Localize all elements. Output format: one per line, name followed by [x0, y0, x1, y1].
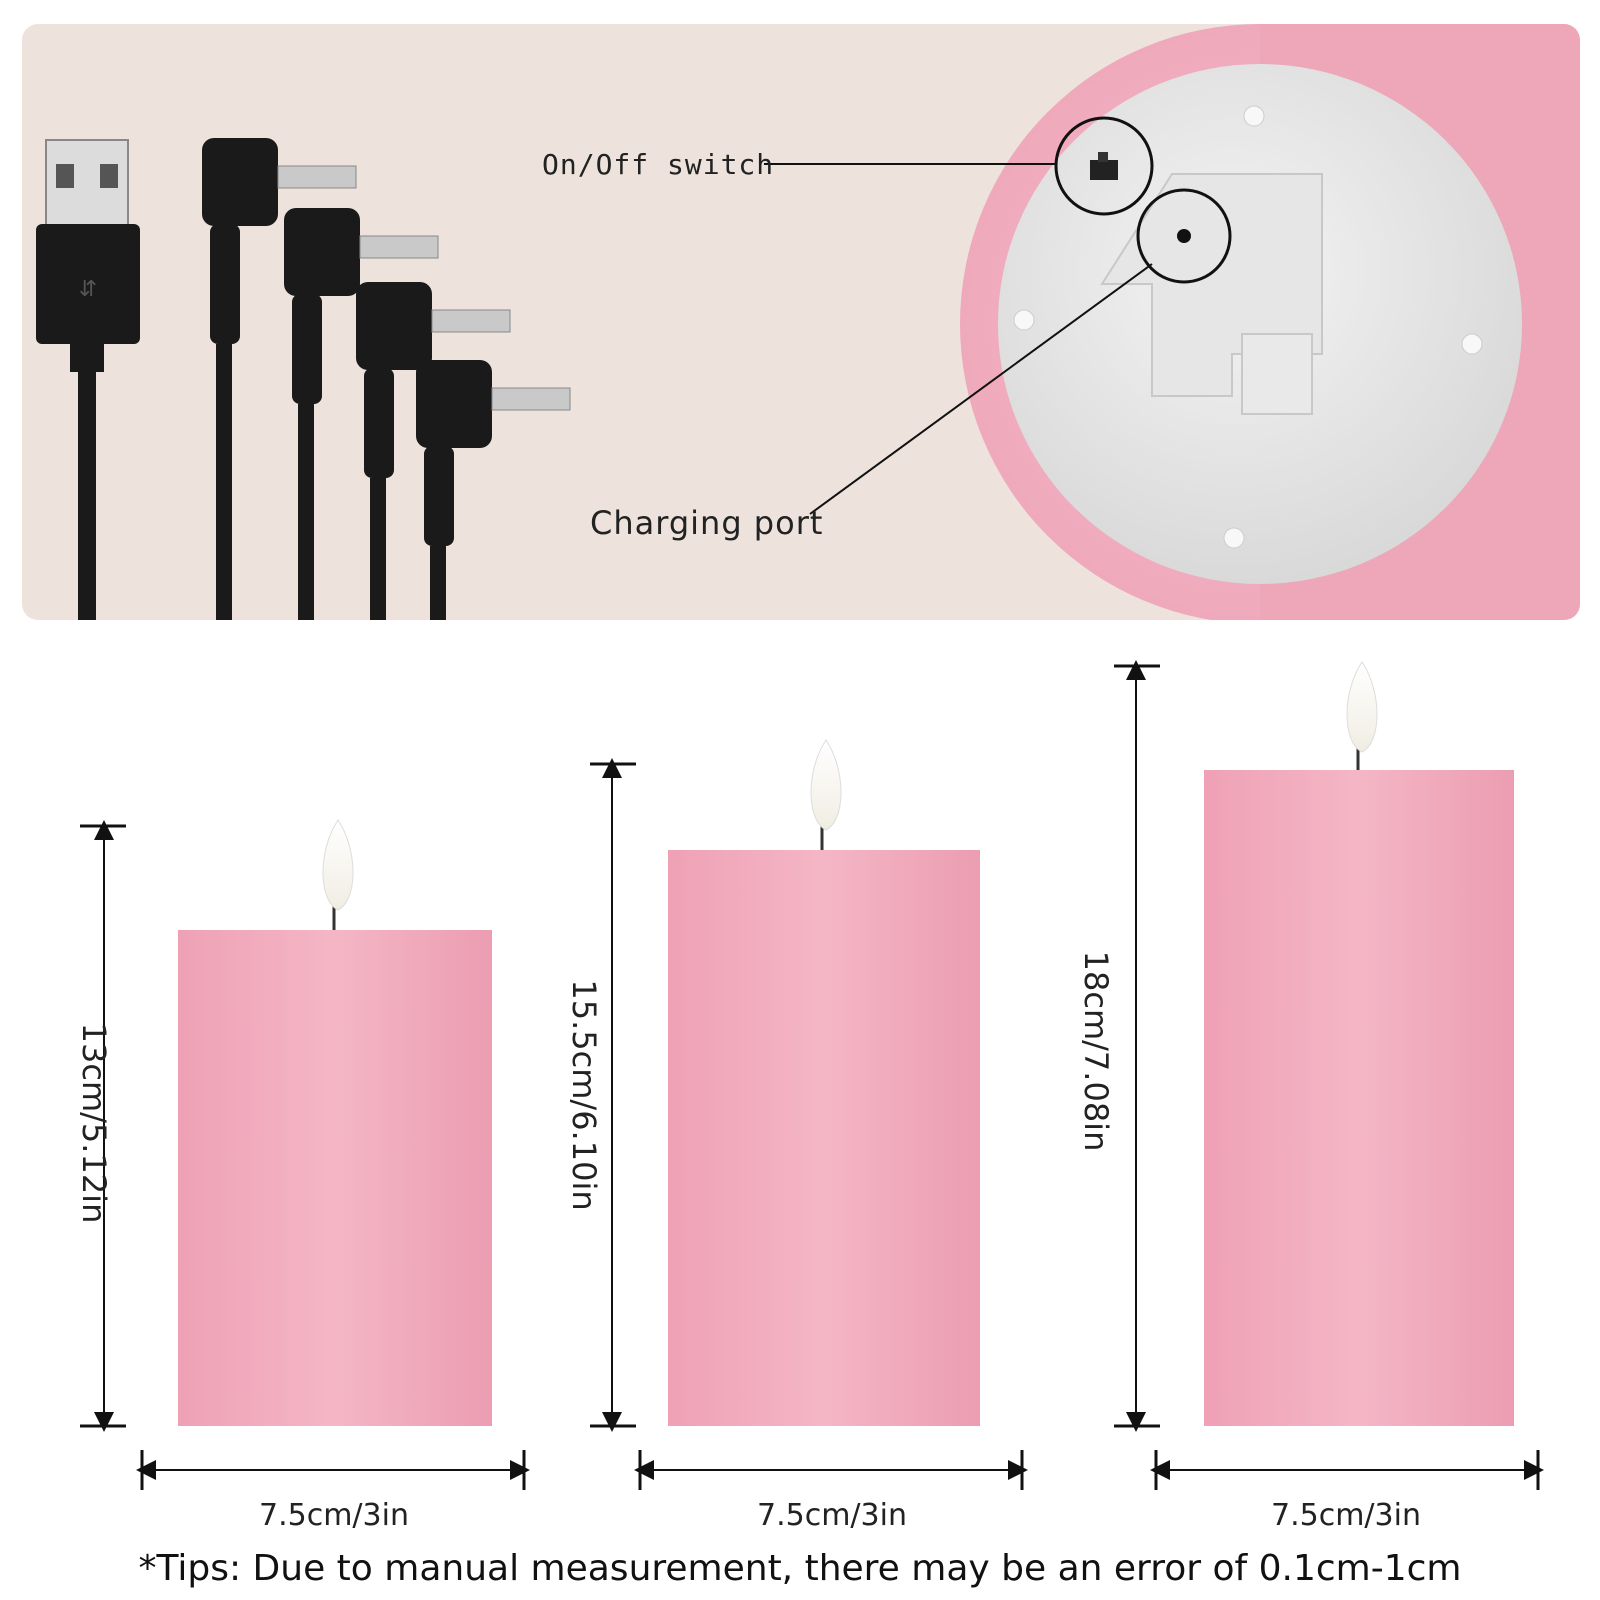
dc-connector-icon	[202, 138, 571, 620]
svg-text:⇵: ⇵	[79, 277, 97, 302]
candle-small-width-label: 7.5cm/3in	[259, 1498, 409, 1533]
switch-callout-label: On/Off switch	[542, 148, 775, 181]
candle-large-height-label: 18cm/7.08in	[1077, 950, 1115, 1152]
candle-medium-width-label: 7.5cm/3in	[757, 1498, 907, 1533]
candle-body	[178, 930, 492, 1426]
candle-small-height-label: 13cm/5.12in	[75, 1022, 113, 1224]
port-leader-line	[809, 263, 1153, 515]
candle-body	[1204, 770, 1514, 1426]
flame-icon	[810, 739, 842, 831]
port-callout-label: Charging port	[590, 504, 824, 542]
candle-small	[80, 819, 530, 1490]
on-off-switch-icon	[1054, 116, 1154, 216]
measurement-tip: *Tips: Due to manual measurement, there …	[138, 1548, 1462, 1589]
candle-large	[1114, 660, 1544, 1490]
flame-icon	[322, 819, 354, 911]
product-detail-illustration: ⇵	[36, 24, 1580, 620]
flame-icon	[1346, 661, 1378, 753]
charging-port-icon	[1136, 188, 1232, 284]
candle-large-width-label: 7.5cm/3in	[1271, 1498, 1421, 1533]
usb-plug-icon: ⇵	[36, 139, 140, 620]
candle-body	[668, 850, 980, 1426]
product-detail-panel: ⇵	[22, 24, 1580, 620]
candle-medium-height-label: 15.5cm/6.10in	[565, 979, 603, 1211]
candle-medium	[590, 739, 1028, 1490]
